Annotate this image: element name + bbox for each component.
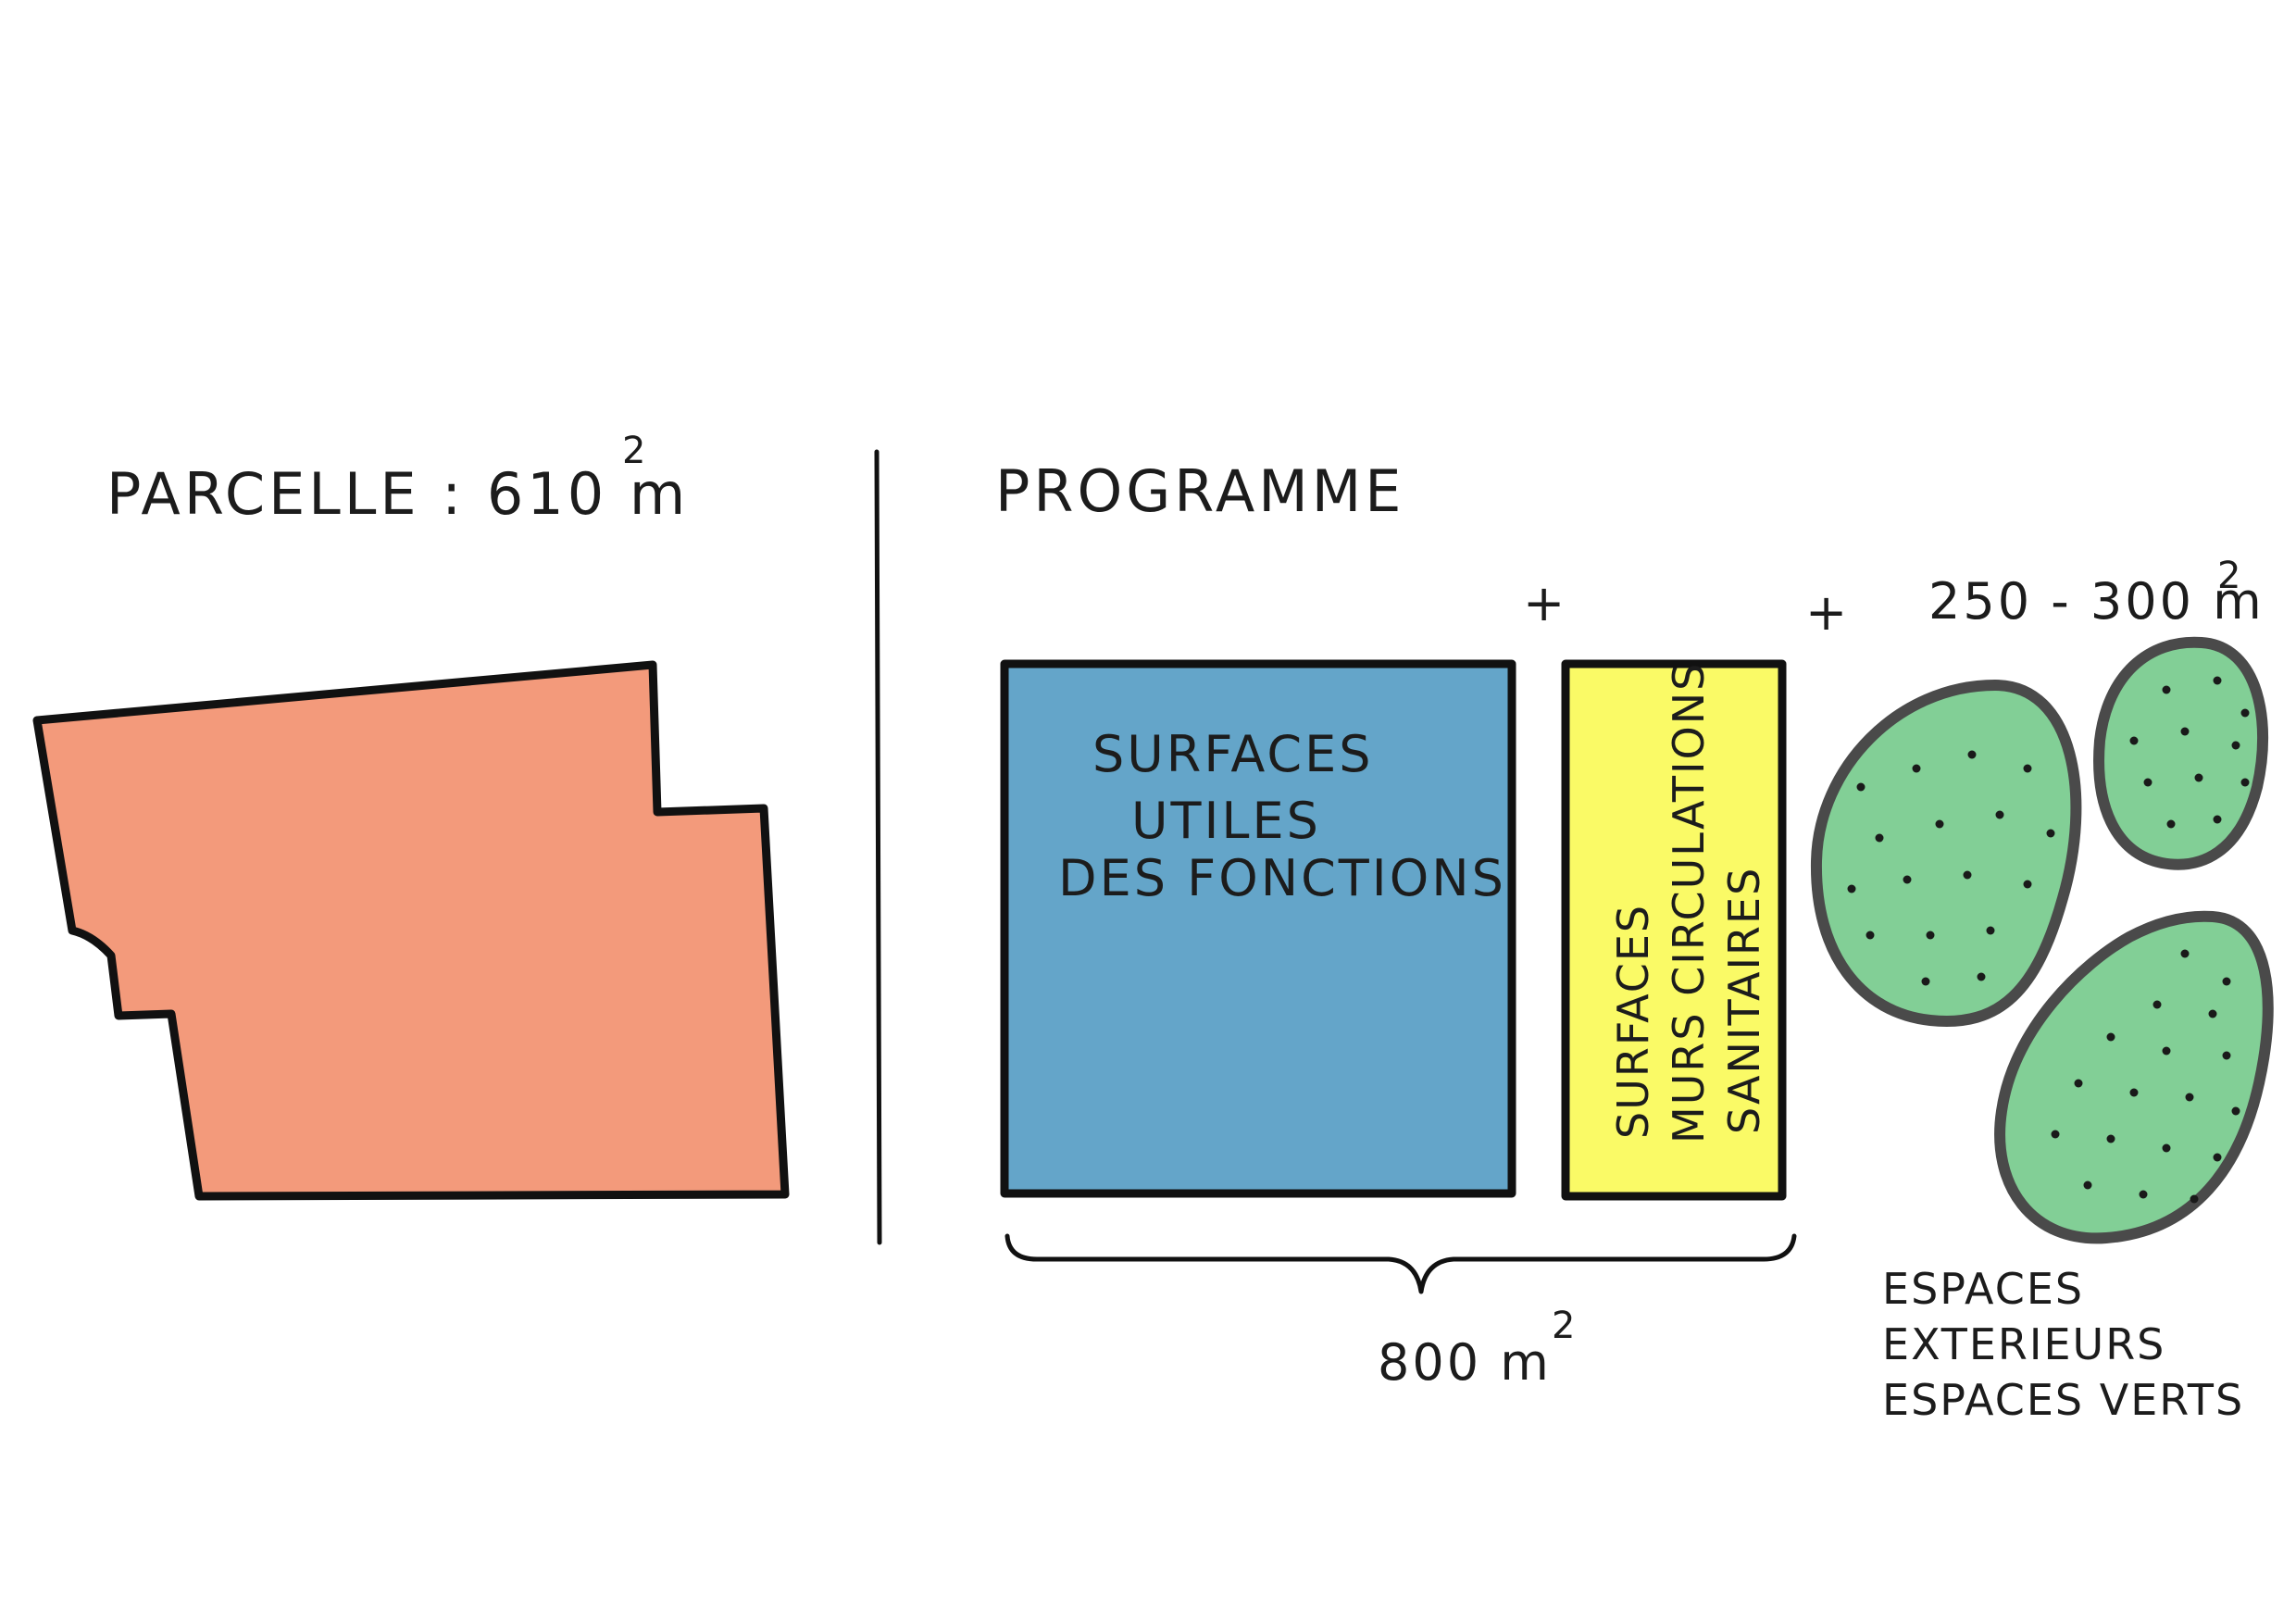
green-space-dot [1921,977,1930,986]
green-space-dot [2051,1130,2060,1139]
built-area-brace [1004,1233,1797,1294]
outdoor-area-value: 250 - 300 m [1928,572,2265,631]
green-space-dot [2129,736,2139,745]
green-space-dot [2083,1181,2092,1190]
green-space-dot [2222,977,2231,986]
green-space-dot [2180,727,2190,736]
built-area-exponent: 2 [1552,1305,1575,1347]
circulation-text-group-3: SANITAIRES [1719,867,1769,1134]
green-space-dot [2208,1009,2217,1018]
green-space-dot [2023,880,2032,889]
built-area-value: 800 m [1378,1333,1552,1392]
green-space-dot [2194,773,2203,782]
green-space-dot [2240,708,2250,718]
parcelle-title-exponent: 2 [622,430,645,472]
green-space-dot [1875,833,1884,843]
circulation-text-group: SURFACES [1608,904,1658,1139]
parcelle-title: PARCELLE : 610 m [106,460,689,528]
circulation-surfaces-box [1561,659,1787,1201]
circulation-line-2: MURS CIRCULATIONS [1664,662,1714,1143]
green-space-dot [2185,1093,2194,1102]
green-space-blob-bottom [1994,910,2274,1244]
green-space-dot [2106,1032,2115,1042]
plus-sign-1: + [1523,574,1567,632]
circulation-line-1: SURFACES [1608,904,1658,1139]
green-space-dot [2231,741,2240,750]
green-space-dot [1926,931,1935,940]
section-divider [874,449,882,1245]
green-space-dot [1986,926,1995,935]
green-space-blob-large [1810,680,2082,1027]
green-space-dot [1995,810,2004,819]
green-space-dot [2162,685,2171,694]
green-space-dot [2129,1088,2139,1097]
useful-surfaces-line-3: DES FONCTIONS [1058,849,1506,907]
green-space-dot [2180,949,2190,958]
green-space-dot [2162,1143,2171,1153]
green-space-dot [2023,764,2032,773]
green-space-dot [1903,875,1912,884]
green-space-dot [1935,819,1944,829]
green-space-dot [2240,778,2250,787]
outdoor-area-exponent: 2 [2217,555,2240,597]
parcel-shape [32,660,790,1201]
green-space-dot [2213,815,2222,824]
outdoor-line-2: EXTERIEURS [1882,1319,2165,1369]
circulation-line-3: SANITAIRES [1719,867,1769,1134]
plus-sign-2: + [1805,583,1850,642]
green-space-dots [1847,676,2250,1204]
green-space-dot [2106,1134,2115,1143]
outdoor-line-1: ESPACES [1882,1264,2084,1314]
green-space-dot [1847,884,1856,893]
green-space-dot [1912,764,1921,773]
green-space-dot [1977,972,1986,981]
green-space-dot [1967,750,1977,759]
green-space-dot [1866,931,1875,940]
green-space-dot [2046,829,2055,838]
green-space-dot [2162,1046,2171,1056]
green-space-dot [2213,1153,2222,1162]
green-space-blob-small [2093,636,2269,870]
circulation-text-group-2: MURS CIRCULATIONS [1664,662,1714,1143]
programme-title: PROGRAMME [995,457,1404,525]
green-space-dot [2143,778,2152,787]
useful-surfaces-box [1000,659,1516,1198]
green-space-dot [2190,1194,2199,1204]
green-space-dot [2222,1051,2231,1060]
green-space-dot [2139,1190,2148,1199]
green-space-dot [2074,1079,2083,1088]
outdoor-line-3: ESPACES VERTS [1882,1375,2244,1425]
green-space-dot [1856,782,1866,792]
useful-surfaces-line-2: UTILES [1131,792,1321,850]
useful-surfaces-line-1: SURFACES [1092,725,1374,783]
green-space-dot [2213,676,2222,685]
green-space-dot [2152,1000,2162,1009]
green-space-dot [2166,819,2176,829]
green-space-dot [2231,1106,2240,1116]
green-space-dot [1963,870,1972,880]
